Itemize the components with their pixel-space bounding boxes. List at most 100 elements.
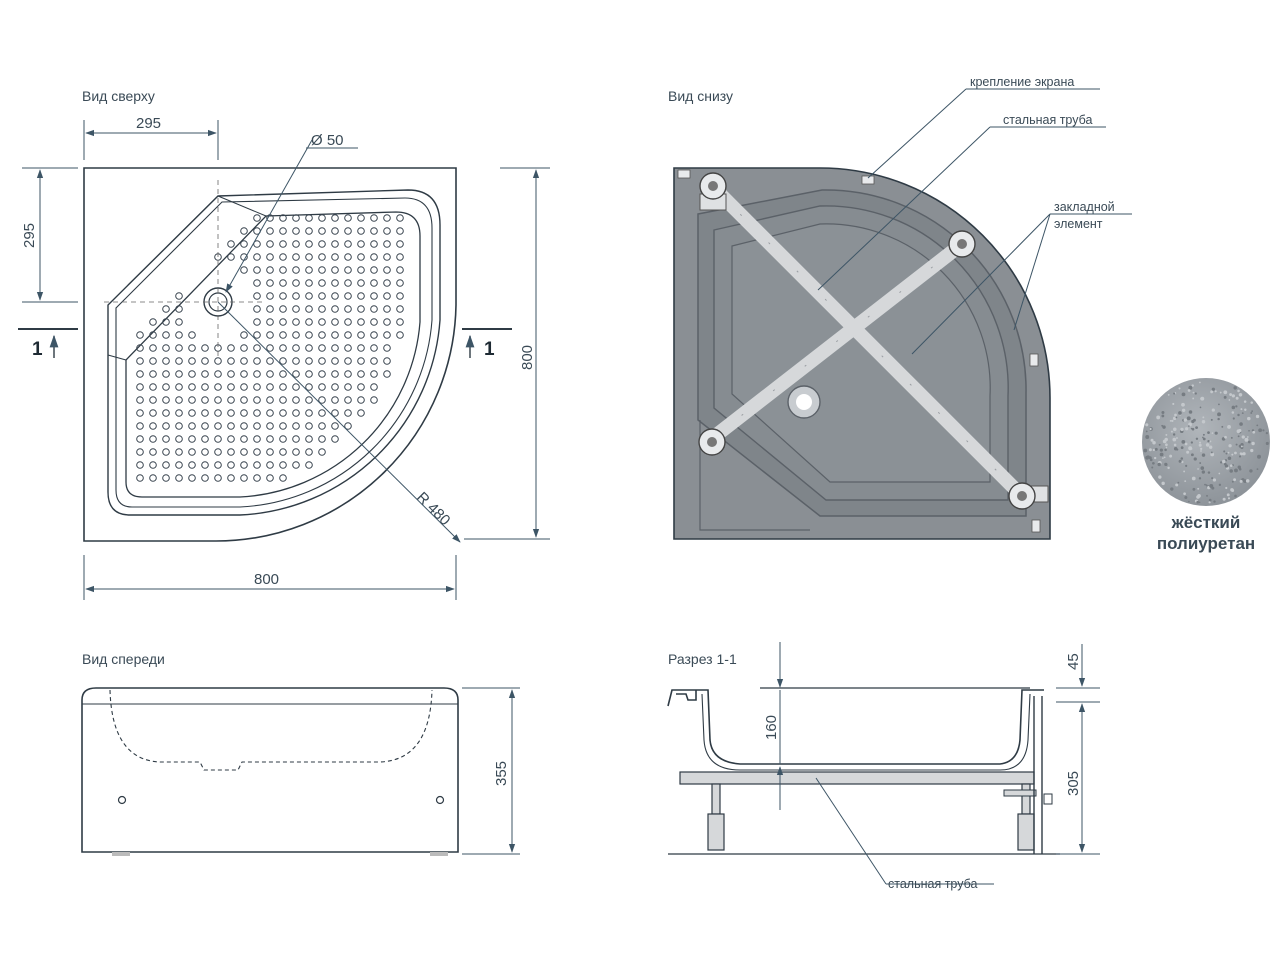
anti-slip-dot [344,409,352,417]
anti-slip-dot [253,292,261,300]
anti-slip-dot [344,422,352,430]
anti-slip-dot [318,383,326,391]
texture-speck [1208,445,1213,449]
texture-speck [1173,392,1176,395]
texture-speck [1194,392,1197,395]
texture-speck [1249,469,1253,473]
anti-slip-dot [331,383,339,391]
anti-slip-dot [266,422,274,430]
anti-slip-dot [292,279,300,287]
texture-speck [1241,412,1244,415]
anti-slip-dot [162,318,170,326]
anti-slip-dot [279,305,287,313]
texture-speck [1211,408,1215,412]
anti-slip-dot [175,344,183,352]
texture-speck [1169,454,1173,458]
anti-slip-dot [136,370,144,378]
texture-speck [1172,416,1177,421]
anti-slip-dot [344,240,352,248]
anti-slip-dot [305,227,313,235]
texture-speck [1222,497,1226,501]
anti-slip-dot [305,357,313,365]
anti-slip-dot [305,240,313,248]
texture-speck [1240,443,1244,447]
section-view: Разрез 1-1 160 45 305 [667,642,1100,891]
texture-speck [1227,456,1232,461]
anti-slip-dot [253,357,261,365]
texture-speck [1231,405,1236,410]
texture-speck [1165,463,1168,466]
anti-slip-dot [214,396,222,404]
texture-speck [1251,410,1254,413]
texture-speck [1153,456,1157,460]
anti-slip-dot [240,266,248,274]
anti-slip-dot [162,448,170,456]
anti-slip-dot [292,214,300,222]
texture-speck [1148,448,1152,452]
anti-slip-dot [162,474,170,482]
anti-slip-dot [344,266,352,274]
anti-slip-dot [383,318,391,326]
anti-slip-dot [396,266,404,274]
texture-speck [1192,397,1195,400]
anti-slip-dot [240,331,248,339]
texture-speck [1157,462,1161,467]
anti-slip-dot [175,357,183,365]
anti-slip-dot [214,383,222,391]
texture-speck [1238,429,1242,433]
texture-speck [1172,433,1176,436]
texture-speck [1213,500,1216,503]
anti-slip-dot [149,383,157,391]
texture-speck [1183,492,1186,496]
anti-slip-dot [331,370,339,378]
texture-speck [1250,448,1254,453]
anti-slip-dot [240,357,248,365]
anti-slip-dot [266,344,274,352]
texture-speck [1214,431,1218,435]
anti-slip-dot [214,435,222,443]
anti-slip-dot [357,279,365,287]
texture-speck [1188,425,1190,427]
anti-slip-dot [175,409,183,417]
callout-embedded-2: элемент [1054,217,1103,231]
texture-speck [1234,494,1237,498]
foot-right [948,230,976,258]
anti-slip-dot [136,461,144,469]
anti-slip-dot [136,396,144,404]
anti-slip-dot [136,448,144,456]
anti-slip-dot [331,344,339,352]
anti-slip-dot [357,214,365,222]
texture-speck [1258,428,1263,433]
texture-speck [1191,419,1195,424]
texture-speck [1204,483,1206,486]
anti-slip-dot [370,227,378,235]
anti-slip-dot [318,331,326,339]
anti-slip-dot [253,383,261,391]
anti-slip-dot [188,409,196,417]
anti-slip-dot [266,253,274,261]
foot-top-left [699,172,727,211]
dim-top-depth: 295 [21,223,38,248]
anti-slip-dot [149,409,157,417]
anti-slip-dot [214,474,222,482]
anti-slip-dot [370,305,378,313]
anti-slip-dot [266,396,274,404]
anti-slip-dot [201,383,209,391]
texture-speck [1175,483,1179,487]
anti-slip-dot [266,292,274,300]
anti-slip-dot [253,474,261,482]
texture-speck [1163,456,1166,459]
texture-speck [1224,435,1227,439]
anti-slip-dot [357,292,365,300]
anti-slip-dot [201,435,209,443]
anti-slip-dot [266,435,274,443]
texture-speck [1184,496,1188,500]
anti-slip-dot [305,422,313,430]
anti-slip-dot [318,435,326,443]
anti-slip-dot [344,383,352,391]
anti-slip-dot [253,422,261,430]
anti-slip-dot [344,396,352,404]
anti-slip-dot [253,448,261,456]
texture-speck [1151,466,1154,469]
texture-speck [1146,455,1150,459]
